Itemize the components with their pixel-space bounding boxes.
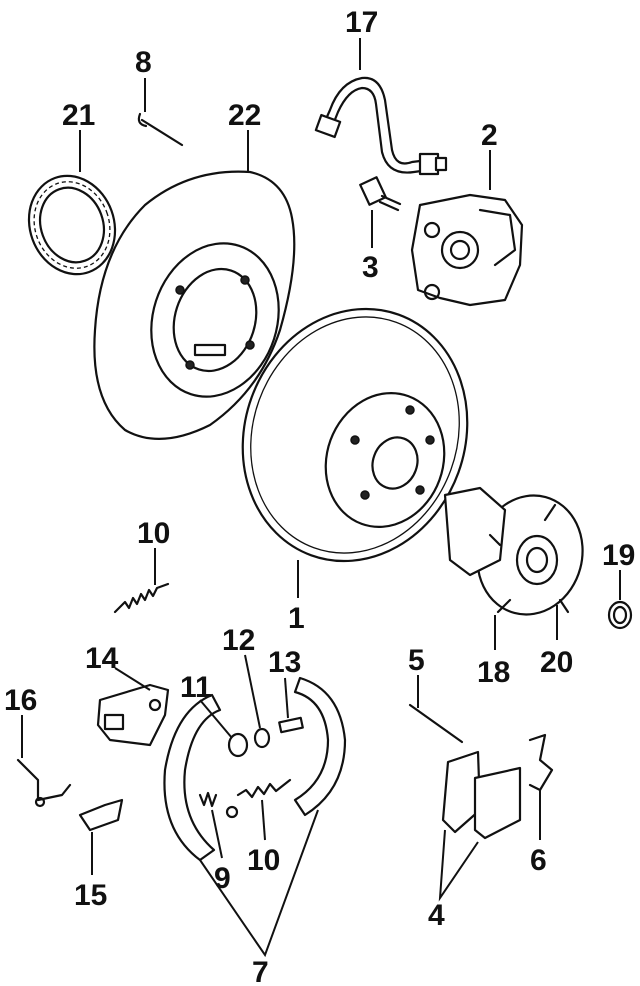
spring-part-lower	[236, 778, 292, 799]
plate-part	[78, 798, 124, 832]
brake-hose-part	[314, 76, 448, 176]
callout-6: 6	[530, 844, 547, 877]
callout-22: 22	[228, 99, 261, 132]
callout-10-lower: 10	[247, 844, 280, 877]
caliper-bolt-part	[359, 176, 402, 212]
spring-part-upper	[113, 582, 170, 614]
cable-bracket-part	[16, 758, 72, 808]
adjuster-part	[227, 732, 249, 758]
callout-11: 11	[180, 671, 212, 704]
tone-ring-part	[27, 174, 117, 276]
pin-part	[137, 112, 184, 147]
leader-13	[284, 677, 289, 719]
callout-19: 19	[602, 539, 635, 572]
brake-rotor-part	[241, 307, 469, 563]
callout-7: 7	[252, 956, 269, 986]
hold-down-pin-part	[278, 716, 304, 734]
callout-20: 20	[540, 646, 573, 679]
callout-4: 4	[428, 899, 445, 932]
callout-8: 8	[135, 46, 152, 79]
brake-pads-part	[441, 750, 522, 840]
parking-brake-shoe-left	[163, 693, 222, 862]
callout-labels: 17 8 21 22 2 3 10 19 1 12 13 14 11 5 18 …	[4, 6, 635, 986]
lever-part	[96, 683, 170, 747]
caliper-part	[410, 193, 524, 307]
leader-11	[199, 699, 233, 739]
callout-18: 18	[477, 656, 510, 689]
parking-brake-shoe-right	[293, 676, 347, 817]
callout-5: 5	[408, 644, 425, 677]
leader-7	[199, 809, 319, 958]
callout-16: 16	[4, 684, 37, 717]
dust-shield-part	[93, 170, 296, 440]
callout-17: 17	[345, 6, 378, 39]
callout-13: 13	[268, 646, 301, 679]
callout-9: 9	[214, 862, 231, 895]
hub-bearing-part	[443, 486, 584, 616]
callout-3: 3	[362, 251, 379, 284]
spring-part-9	[198, 791, 239, 819]
leader-12	[244, 654, 261, 729]
seal-part	[607, 600, 633, 630]
leader-10b	[261, 799, 266, 841]
retainer-cap-part	[253, 727, 271, 749]
callout-15: 15	[74, 879, 107, 912]
callout-21: 21	[62, 99, 95, 132]
leader-9	[211, 809, 223, 859]
leader-14	[114, 667, 151, 691]
pad-clip-part	[528, 733, 554, 792]
callout-1: 1	[288, 602, 305, 635]
guide-pin-part	[408, 703, 464, 744]
leader-4	[438, 829, 479, 902]
callout-2: 2	[481, 119, 498, 152]
leader-lines	[21, 38, 621, 958]
callout-12: 12	[222, 624, 255, 657]
callout-14: 14	[85, 642, 119, 675]
callout-10-upper: 10	[137, 517, 170, 550]
